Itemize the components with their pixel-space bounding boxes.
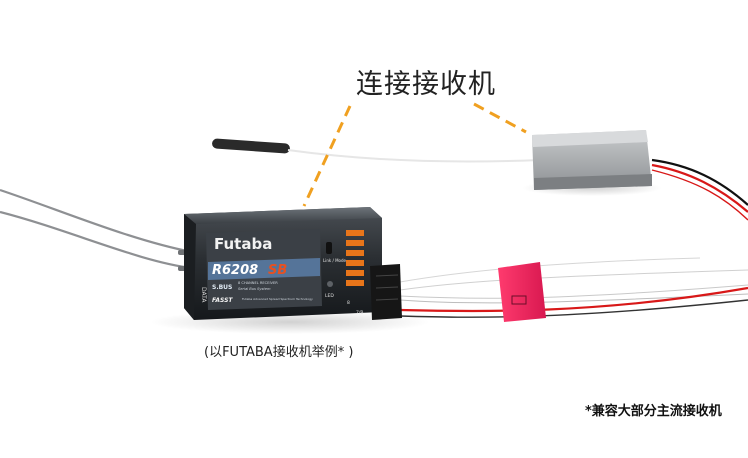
receiver-sbus-mark: S.BUS [212,284,232,291]
led-label: LED [325,293,334,299]
antenna-wire-upper [0,188,193,254]
receiver-fasst-mark: FASST [212,297,233,304]
signal-wire [399,269,748,291]
connector-slot [375,298,399,301]
module-antenna-wire [287,149,541,163]
receiver-channel-text: 8 CHANNEL RECEIVER [238,281,278,285]
compat-note: *兼容大部分主流接收机 [585,404,722,419]
receiver-fasst-text: Futaba Advanced Spread Spectrum Technolo… [242,297,313,301]
connector-slot [375,286,399,289]
port-label: 7/B [356,310,363,316]
example-note: (以FUTABA接收机举例* ) [204,345,354,360]
cable-tag-mark [511,295,527,305]
status-led [327,281,333,287]
callout-title: 连接接收机 [356,69,496,100]
red-wire [399,286,748,313]
module-cable-red-2 [651,169,748,221]
module-cable-black [651,158,748,206]
module-antenna-stub [212,138,290,154]
connector-plug [370,264,402,320]
receiver-data-label: DATA [200,287,207,303]
module-cable-red [651,163,748,213]
callout-line-right [473,102,527,134]
module-box-top [532,130,648,147]
receiver-system-text: Serial Bus System [238,287,271,291]
antenna-wire-lower [0,210,193,270]
receiver-model-suffix: SB [268,263,287,278]
receiver-brand: Futaba [214,235,272,253]
module-box-bottom [534,174,652,190]
callout-line-left [302,105,352,207]
cable-tag [498,262,546,322]
receiver-model-band [208,258,320,280]
channel-pins [346,230,364,286]
connector-slot [375,274,399,277]
link-mode-button [326,242,332,254]
signal-wire [399,257,701,283]
receiver-side [184,214,196,320]
receiver-top-face [184,207,382,224]
link-mode-label: Link / Mode [323,258,347,263]
receiver-model: R6208 [212,263,258,278]
port-number: 8 [347,300,350,306]
